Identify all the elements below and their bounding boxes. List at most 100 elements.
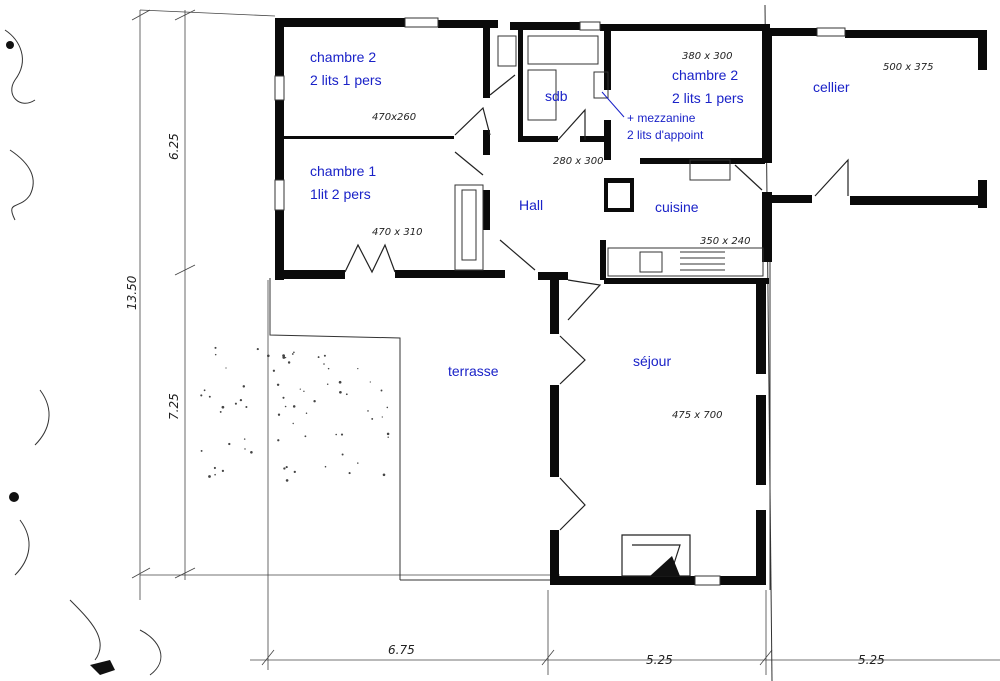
chambre2-right-size: 380 x 300	[682, 51, 732, 62]
garden-dot	[239, 398, 243, 402]
garden-dot	[285, 466, 288, 469]
garden-dot	[317, 356, 320, 359]
garden-dot	[243, 438, 246, 440]
chambre2-left-size: 470x260	[372, 112, 416, 123]
terrasse-area	[200, 278, 550, 581]
garden-dot	[200, 449, 203, 452]
garden-dot	[250, 451, 253, 454]
chambre2-right-extra-beds: 2 lits d'appoint	[627, 128, 704, 142]
garden-dot	[291, 353, 294, 355]
garden-dot	[219, 410, 222, 413]
garden-dot	[284, 356, 287, 359]
garden-dot	[214, 346, 217, 349]
garden-dot	[214, 353, 217, 356]
garden-dot	[341, 453, 344, 456]
garden-dot	[272, 369, 276, 372]
garden-dot	[323, 363, 325, 365]
cuisine-size: 350 x 240	[700, 236, 750, 247]
garden-dot	[345, 393, 348, 396]
garden-dot	[276, 383, 280, 387]
margin-sketches	[4, 29, 162, 676]
cuisine-name: cuisine	[655, 199, 699, 215]
garden-dot	[225, 367, 227, 369]
chambre2-left-beds: 2 lits 1 pers	[310, 72, 382, 88]
garden-dot	[371, 417, 374, 420]
walls	[275, 18, 987, 585]
sejour-name: séjour	[633, 353, 671, 369]
garden-dot	[208, 395, 211, 398]
dim-vertical-total: 13.50	[125, 275, 139, 310]
garden-dot	[387, 436, 389, 438]
garden-dot	[284, 405, 287, 408]
dimension-labels: 6.25 13.50 7.25 6.75 5.25 5.25	[125, 133, 885, 667]
garden-dot	[382, 473, 386, 477]
chambre1-beds: 1lit 2 pers	[310, 186, 371, 202]
garden-dot	[256, 348, 259, 351]
dim-vertical-bottom: 7.25	[167, 393, 181, 420]
garden-dot	[381, 416, 383, 418]
garden-dot	[245, 405, 248, 409]
garden-dot	[221, 469, 225, 473]
garden-dot	[367, 410, 369, 412]
garden-dot	[305, 412, 308, 414]
garden-dot	[303, 390, 305, 393]
garden-dot	[221, 405, 225, 409]
garden-dot	[340, 433, 344, 436]
garden-dot	[338, 380, 342, 384]
garden-dot	[285, 479, 289, 482]
garden-dot	[292, 422, 294, 425]
garden-dot	[228, 442, 231, 446]
garden-dot	[326, 383, 329, 386]
dim-vertical-top: 6.25	[167, 133, 181, 160]
garden-dot	[357, 367, 359, 370]
horizontal-dimension-line	[250, 280, 1000, 675]
chambre1-size: 470 x 310	[372, 227, 422, 238]
dim-horizontal-middle: 5.25	[646, 653, 673, 667]
garden-dot	[234, 402, 237, 405]
sejour-size: 475 x 700	[672, 410, 722, 421]
cellier-name: cellier	[813, 79, 850, 95]
garden-dot	[244, 448, 246, 450]
garden-dot	[339, 390, 342, 394]
doors	[274, 17, 849, 586]
garden-dot	[293, 470, 296, 474]
garden-dot	[324, 465, 327, 468]
chambre2-right-beds: 2 lits 1 pers	[672, 90, 744, 106]
chambre2-left-name: chambre 2	[310, 49, 376, 65]
garden-dot	[386, 432, 390, 436]
garden-dot	[287, 361, 291, 364]
chambre1-name: chambre 1	[310, 163, 376, 179]
garden-dot	[386, 406, 389, 409]
dim-horizontal-right: 5.25	[858, 653, 885, 667]
garden-dot	[213, 466, 216, 470]
room-labels: chambre 2 2 lits 1 pers 470x260 chambre …	[310, 49, 933, 421]
hall-name: Hall	[519, 197, 543, 213]
garden-dot	[242, 385, 246, 388]
garden-dot	[277, 413, 281, 416]
garden-dot	[327, 367, 330, 370]
hall-size: 280 x 300	[553, 156, 603, 167]
garden-dot	[335, 433, 338, 436]
garden-dot	[299, 388, 301, 390]
dim-horizontal-left: 6.75	[388, 643, 415, 657]
garden-dot	[357, 462, 359, 464]
chambre2-right-mezzanine: + mezzanine	[627, 111, 696, 125]
garden-dot	[282, 354, 285, 357]
terrasse-name: terrasse	[448, 363, 499, 379]
garden-dot	[313, 399, 316, 403]
garden-dot	[292, 405, 296, 408]
garden-dot	[203, 389, 206, 392]
garden-dot	[277, 439, 280, 442]
garden-dot	[214, 473, 216, 476]
garden-dot	[293, 351, 295, 354]
chambre2-right-name: chambre 2	[672, 67, 738, 83]
garden-dot	[267, 354, 270, 358]
garden-dot	[208, 475, 211, 478]
sdb-name: sdb	[545, 88, 568, 104]
garden-dot	[304, 435, 307, 438]
garden-dot	[348, 472, 351, 475]
cellier-size: 500 x 375	[883, 62, 933, 73]
garden-dots	[200, 346, 390, 482]
garden-dot	[380, 389, 383, 392]
